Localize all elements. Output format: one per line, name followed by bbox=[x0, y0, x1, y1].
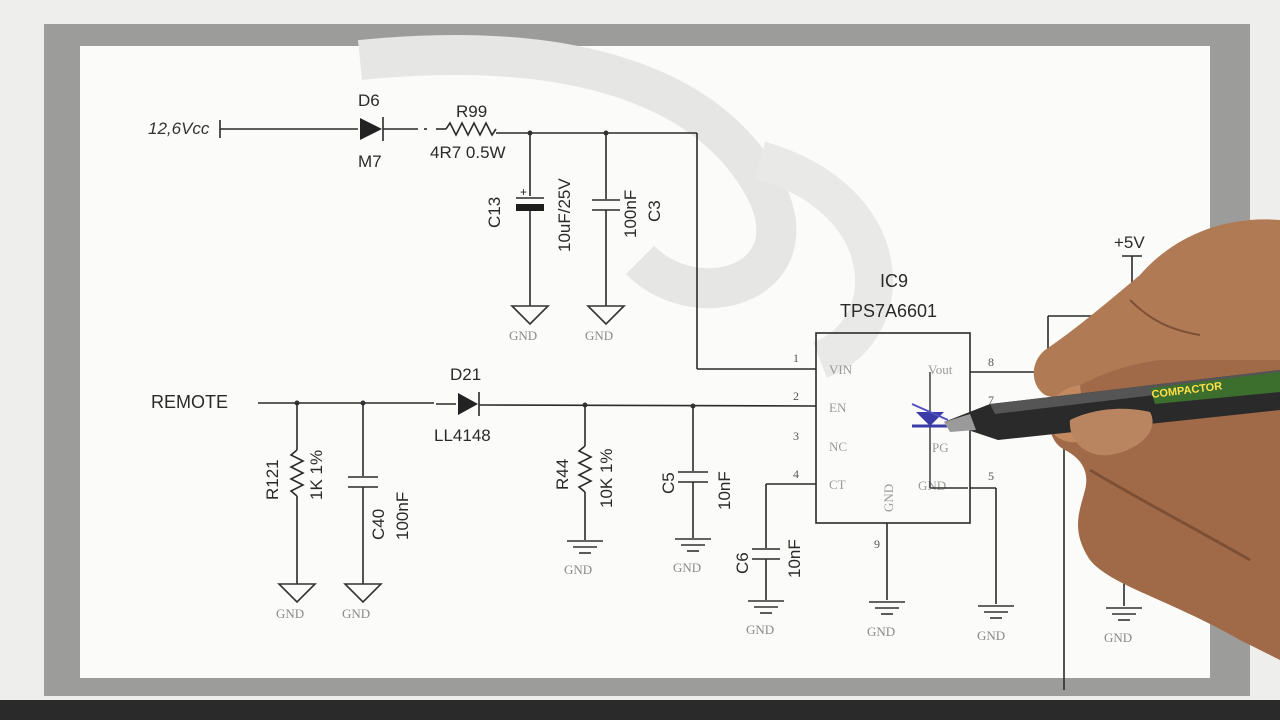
capacitor-c13: + bbox=[516, 185, 544, 211]
ic9-pin-pg: PG bbox=[932, 440, 949, 455]
d6-value: M7 bbox=[358, 152, 382, 171]
ic9-pin-ct: CT bbox=[829, 477, 846, 492]
ground-symbol bbox=[1106, 607, 1142, 621]
resistor-r99 bbox=[445, 121, 497, 137]
pin-number: 2 bbox=[793, 389, 799, 403]
ground-symbol bbox=[978, 605, 1014, 619]
pen-drawn-zener-icon bbox=[911, 403, 949, 428]
ic9-pin-gnd-bottom: GND bbox=[881, 484, 896, 512]
r99-value: 4R7 0.5W bbox=[430, 143, 506, 162]
pin-number: 3 bbox=[793, 429, 799, 443]
pin-number: 7 bbox=[988, 393, 994, 407]
gnd-label: GND bbox=[564, 562, 592, 577]
gnd-label: GND bbox=[746, 622, 774, 637]
ic9-ref: IC9 bbox=[880, 271, 908, 291]
resistor-r44 bbox=[577, 445, 593, 493]
hand-holding-pen: COMPACTOR bbox=[944, 219, 1280, 660]
ground-symbol bbox=[510, 305, 550, 326]
c40-value: 100nF bbox=[393, 492, 412, 540]
r44-ref: R44 bbox=[553, 459, 572, 490]
gnd-label: GND bbox=[977, 628, 1005, 643]
ic9-pin-vout: Vout bbox=[928, 362, 953, 377]
gnd-label: GND bbox=[1104, 630, 1132, 645]
r44-value: 10K 1% bbox=[597, 448, 616, 508]
pin-number: 1 bbox=[793, 351, 799, 365]
ic9-pin-nc: NC bbox=[829, 439, 847, 454]
r99-ref: R99 bbox=[456, 102, 487, 121]
ic9-pin-en: EN bbox=[829, 400, 847, 415]
gnd-label: GND bbox=[585, 328, 613, 343]
d21-ref: D21 bbox=[450, 365, 481, 384]
pin-number: 5 bbox=[988, 469, 994, 483]
diode-d21 bbox=[458, 392, 480, 416]
gnd-label: GND bbox=[673, 560, 701, 575]
gnd-label: GND bbox=[509, 328, 537, 343]
ground-symbol bbox=[675, 538, 711, 552]
c6-ref: C6 bbox=[733, 552, 752, 574]
d6-ref: D6 bbox=[358, 91, 380, 110]
resistor-r121 bbox=[289, 449, 305, 497]
c13-ref: C13 bbox=[485, 197, 504, 228]
c3-value: 100nF bbox=[621, 190, 640, 238]
ground-symbol bbox=[869, 601, 905, 615]
rail-5v-label: +5V bbox=[1114, 233, 1145, 252]
c40-ref: C40 bbox=[369, 509, 388, 540]
ground-symbol bbox=[343, 583, 383, 604]
ground-symbol bbox=[277, 583, 317, 604]
gnd-label: GND bbox=[276, 606, 304, 621]
gnd-label: GND bbox=[867, 624, 895, 639]
c3-ref: C3 bbox=[645, 200, 664, 222]
r121-value: 1K 1% bbox=[307, 450, 326, 500]
ground-symbol bbox=[567, 540, 603, 554]
pin-number: 4 bbox=[793, 467, 799, 481]
c5-value: 10nF bbox=[715, 471, 734, 510]
paper bbox=[80, 46, 1210, 678]
c13-value: 10uF/25V bbox=[555, 178, 574, 252]
ic9-part: TPS7A6601 bbox=[840, 301, 937, 321]
gnd-label: GND bbox=[342, 606, 370, 621]
ic9-pin-vin: VIN bbox=[829, 362, 853, 377]
r121-ref: R121 bbox=[263, 459, 282, 500]
remote-label: REMOTE bbox=[151, 392, 228, 412]
ground-symbol bbox=[586, 305, 626, 326]
c6-value: 10nF bbox=[785, 539, 804, 578]
svg-text:+: + bbox=[520, 185, 527, 199]
pin-number: 8 bbox=[988, 355, 994, 369]
ground-symbol bbox=[748, 600, 784, 614]
supply-label: 12,6Vcc bbox=[148, 119, 210, 138]
ic9-pin-gnd-right: GND bbox=[918, 478, 946, 493]
d21-value: LL4148 bbox=[434, 426, 491, 445]
pin-number: 9 bbox=[874, 537, 880, 551]
c5-ref: C5 bbox=[659, 472, 678, 494]
